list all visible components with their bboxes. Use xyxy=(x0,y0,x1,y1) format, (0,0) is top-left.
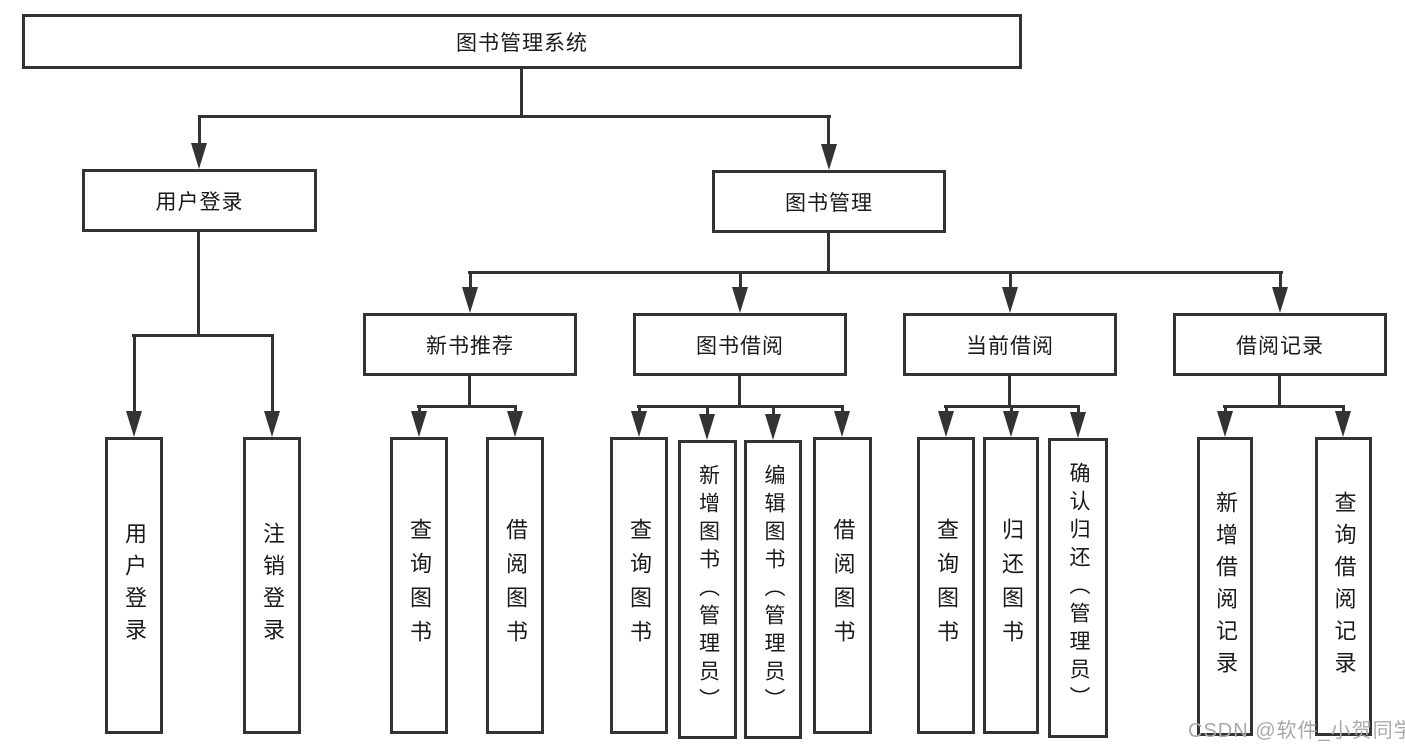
node-book-management: 图书管理 xyxy=(712,170,946,233)
leaf-user-login-label: 用户登录 xyxy=(122,521,147,650)
leaf-borrow-borrow: 借阅图书 xyxy=(813,437,872,734)
connector-hline xyxy=(637,405,844,408)
leaf-borrow-borrow-label: 借阅图书 xyxy=(830,517,856,654)
node-root-label: 图书管理系统 xyxy=(456,31,588,55)
leaf-current-confirm-return-admin: 确认归还（管理员） xyxy=(1048,438,1108,738)
arrowhead-down-icon xyxy=(1003,411,1019,437)
leaf-borrow-add-admin: 新增图书（管理员） xyxy=(678,440,737,739)
connector-vline xyxy=(638,405,641,416)
arrowhead-down-icon xyxy=(938,411,954,437)
connector-vline xyxy=(1008,374,1011,408)
leaf-newbook-query-label: 查询图书 xyxy=(407,517,432,654)
connector-vline xyxy=(198,115,201,148)
arrowhead-down-icon xyxy=(264,411,280,437)
connector-hline xyxy=(1223,405,1344,408)
connector-vline xyxy=(1342,405,1345,416)
leaf-current-query: 查询图书 xyxy=(917,437,975,734)
connector-vline xyxy=(827,231,830,274)
leaf-borrow-query-label: 查询图书 xyxy=(627,517,652,654)
connector-vline xyxy=(1278,374,1281,408)
node-borrow-records: 借阅记录 xyxy=(1173,313,1387,376)
connector-vline xyxy=(738,374,741,408)
leaf-record-add: 新增借阅记录 xyxy=(1197,437,1253,736)
leaf-newbook-borrow-label: 借阅图书 xyxy=(503,517,528,654)
arrowhead-down-icon xyxy=(462,287,478,313)
leaf-record-query: 查询借阅记录 xyxy=(1315,437,1372,736)
node-book-borrow: 图书借阅 xyxy=(633,313,847,376)
node-current-borrow-label: 当前借阅 xyxy=(966,334,1054,358)
node-book-borrow-label: 图书借阅 xyxy=(696,334,784,358)
node-book-management-label: 图书管理 xyxy=(785,191,873,215)
node-borrow-records-label: 借阅记录 xyxy=(1236,334,1324,358)
node-new-book-recommend: 新书推荐 xyxy=(363,313,577,376)
arrowhead-down-icon xyxy=(765,414,781,440)
arrowhead-down-icon xyxy=(821,144,837,170)
leaf-borrow-edit-admin-label: 编辑图书（管理员） xyxy=(762,463,785,716)
connector-vline xyxy=(133,334,136,414)
leaf-logout-label: 注销登录 xyxy=(260,521,285,650)
connector-vline xyxy=(1224,405,1227,416)
node-new-book-recommend-label: 新书推荐 xyxy=(426,334,514,358)
connector-vline xyxy=(520,67,523,118)
arrowhead-down-icon xyxy=(126,411,142,437)
connector-vline xyxy=(468,374,471,408)
node-user-login-label: 用户登录 xyxy=(155,190,244,214)
leaf-current-confirm-return-admin-label: 确认归还（管理员） xyxy=(1067,462,1090,714)
arrowhead-down-icon xyxy=(191,143,207,169)
leaf-newbook-borrow: 借阅图书 xyxy=(486,437,544,734)
connector-hline xyxy=(417,405,516,408)
arrowhead-down-icon xyxy=(699,414,715,440)
node-root: 图书管理系统 xyxy=(22,14,1022,69)
arrowhead-down-icon xyxy=(1335,411,1351,437)
leaf-newbook-query: 查询图书 xyxy=(390,437,448,734)
leaf-current-return: 归还图书 xyxy=(983,437,1039,734)
leaf-borrow-query: 查询图书 xyxy=(610,437,668,734)
node-user-login: 用户登录 xyxy=(82,169,317,232)
connector-vline xyxy=(1279,271,1282,290)
connector-hline xyxy=(468,271,1283,274)
connector-vline xyxy=(469,271,472,290)
leaf-borrow-add-admin-label: 新增图书（管理员） xyxy=(696,463,720,716)
connector-vline xyxy=(271,334,274,414)
arrowhead-down-icon xyxy=(732,287,748,313)
arrowhead-down-icon xyxy=(411,411,427,437)
arrowhead-down-icon xyxy=(834,411,850,437)
node-current-borrow: 当前借阅 xyxy=(903,313,1117,376)
connector-vline xyxy=(514,405,517,416)
leaf-logout: 注销登录 xyxy=(243,437,301,734)
csdn-watermark: CSDN @软件_小贺同学 xyxy=(1188,720,1405,742)
connector-hline xyxy=(198,115,831,118)
arrowhead-down-icon xyxy=(1070,412,1086,438)
connector-vline xyxy=(827,115,830,148)
arrowhead-down-icon xyxy=(507,411,523,437)
connector-vline xyxy=(739,271,742,290)
leaf-current-query-label: 查询图书 xyxy=(934,517,959,654)
leaf-record-add-label: 新增借阅记录 xyxy=(1213,490,1238,683)
leaf-user-login: 用户登录 xyxy=(105,437,163,734)
leaf-record-query-label: 查询借阅记录 xyxy=(1331,490,1357,683)
arrowhead-down-icon xyxy=(1002,287,1018,313)
connector-vline xyxy=(197,230,200,337)
leaf-borrow-edit-admin: 编辑图书（管理员） xyxy=(744,440,802,739)
connector-vline xyxy=(1077,405,1080,416)
connector-vline xyxy=(841,405,844,416)
connector-vline xyxy=(945,405,948,416)
connector-vline xyxy=(706,405,709,416)
arrowhead-down-icon xyxy=(1272,287,1288,313)
connector-vline xyxy=(772,405,775,416)
leaf-current-return-label: 归还图书 xyxy=(999,517,1024,654)
connector-vline xyxy=(418,405,421,416)
connector-vline xyxy=(1010,405,1013,416)
arrowhead-down-icon xyxy=(1217,411,1233,437)
connector-vline xyxy=(1009,271,1012,290)
arrowhead-down-icon xyxy=(631,411,647,437)
connector-hline xyxy=(132,334,274,337)
